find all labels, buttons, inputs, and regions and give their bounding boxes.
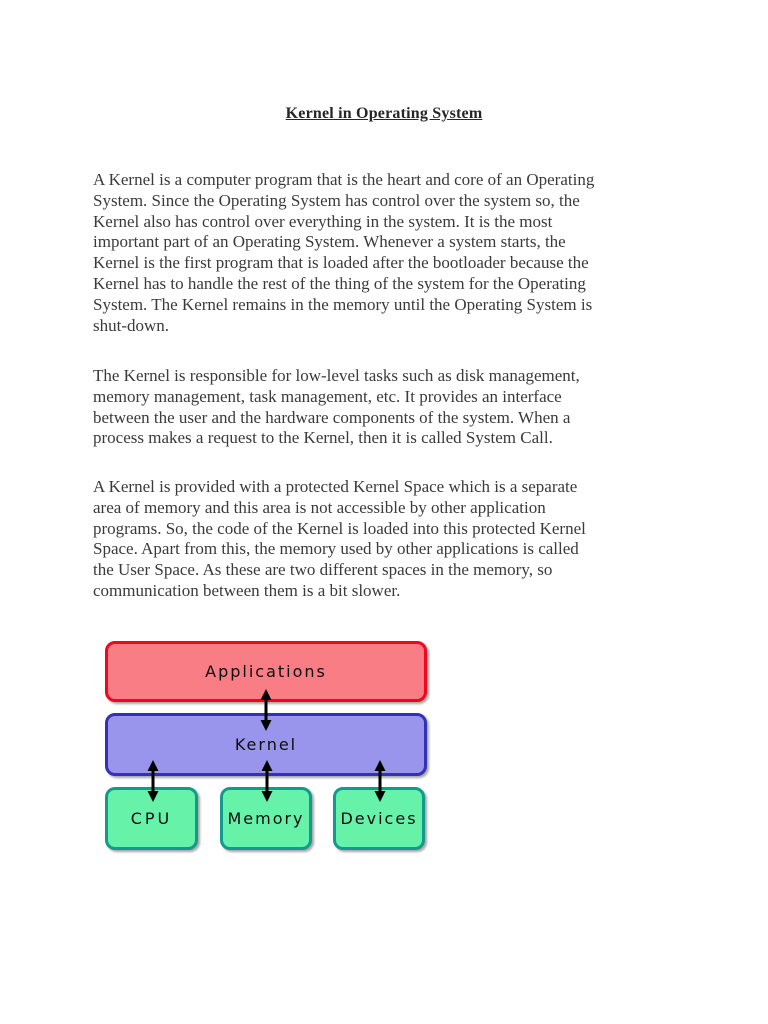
diagram-node-memory: Memory [220,787,312,850]
double-arrow-icon-kernel-cpu [147,760,159,802]
diagram-node-cpu: CPU [105,787,198,850]
diagram-node-kernel: Kernel [105,713,427,776]
double-arrow-icon-kernel-memory [261,760,273,802]
paragraph-kernel-responsibilities: The Kernel is responsible for low-level … [93,366,580,448]
diagram-label-applications: Applications [205,662,327,681]
diagram-label-kernel: Kernel [234,735,298,754]
paragraph-kernel-space: A Kernel is provided with a protected Ke… [93,477,586,600]
diagram-node-applications: Applications [105,641,427,702]
double-arrow-icon-kernel-devices [374,760,386,802]
diagram-label-memory: Memory [227,809,305,828]
diagram-label-cpu: CPU [130,809,173,828]
page-title: Kernel in Operating System [285,105,483,122]
diagram-label-devices: Devices [340,809,418,828]
double-arrow-icon-applications-kernel [260,689,272,731]
diagram-node-devices: Devices [333,787,425,850]
paragraph-kernel-intro: A Kernel is a computer program that is t… [93,170,595,335]
